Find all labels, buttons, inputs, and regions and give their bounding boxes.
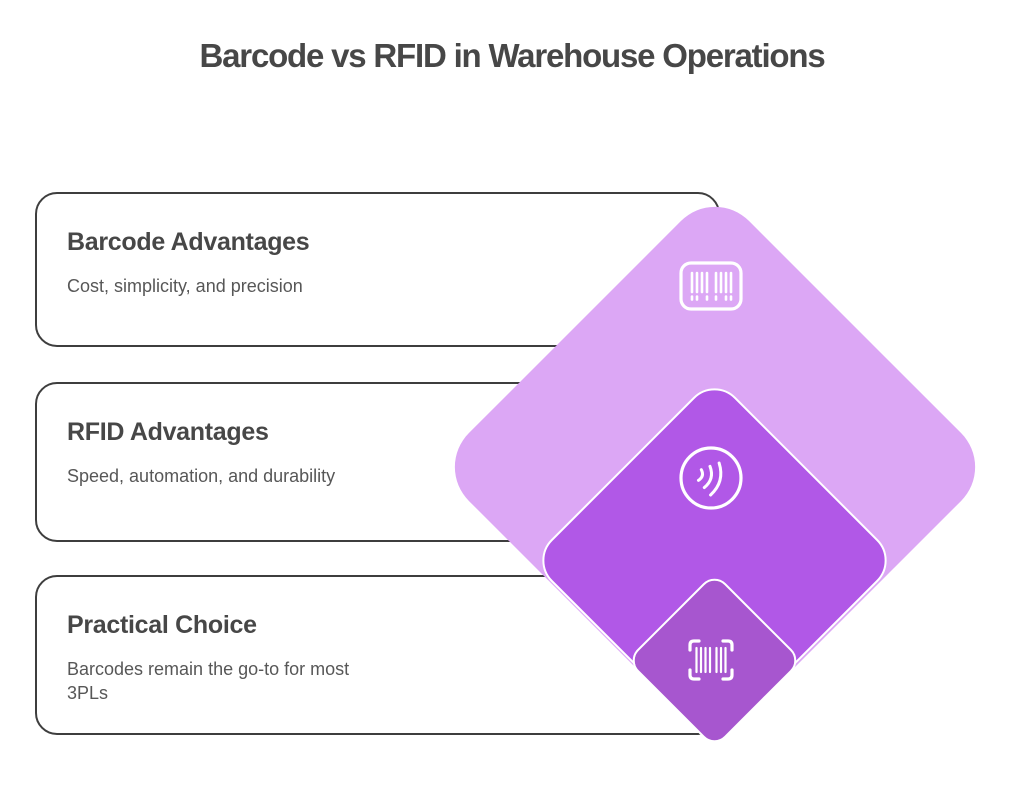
contactless-icon [679,446,743,510]
card-heading: Barcode Advantages [67,228,310,256]
card-heading: Practical Choice [67,611,257,639]
card-body: Cost, simplicity, and precision [67,276,303,296]
page-title: Barcode vs RFID in Warehouse Operations [199,37,826,74]
barcode-scan-icon [688,639,734,681]
card-body: Barcodes remain the go-to for most 3PLs [67,659,350,703]
card-body: Speed, automation, and durability [67,466,336,486]
barcode-icon [679,261,743,311]
card-barcode-advantages: Barcode Advantages Cost, simplicity, and… [35,192,720,347]
card-heading: RFID Advantages [67,418,269,446]
